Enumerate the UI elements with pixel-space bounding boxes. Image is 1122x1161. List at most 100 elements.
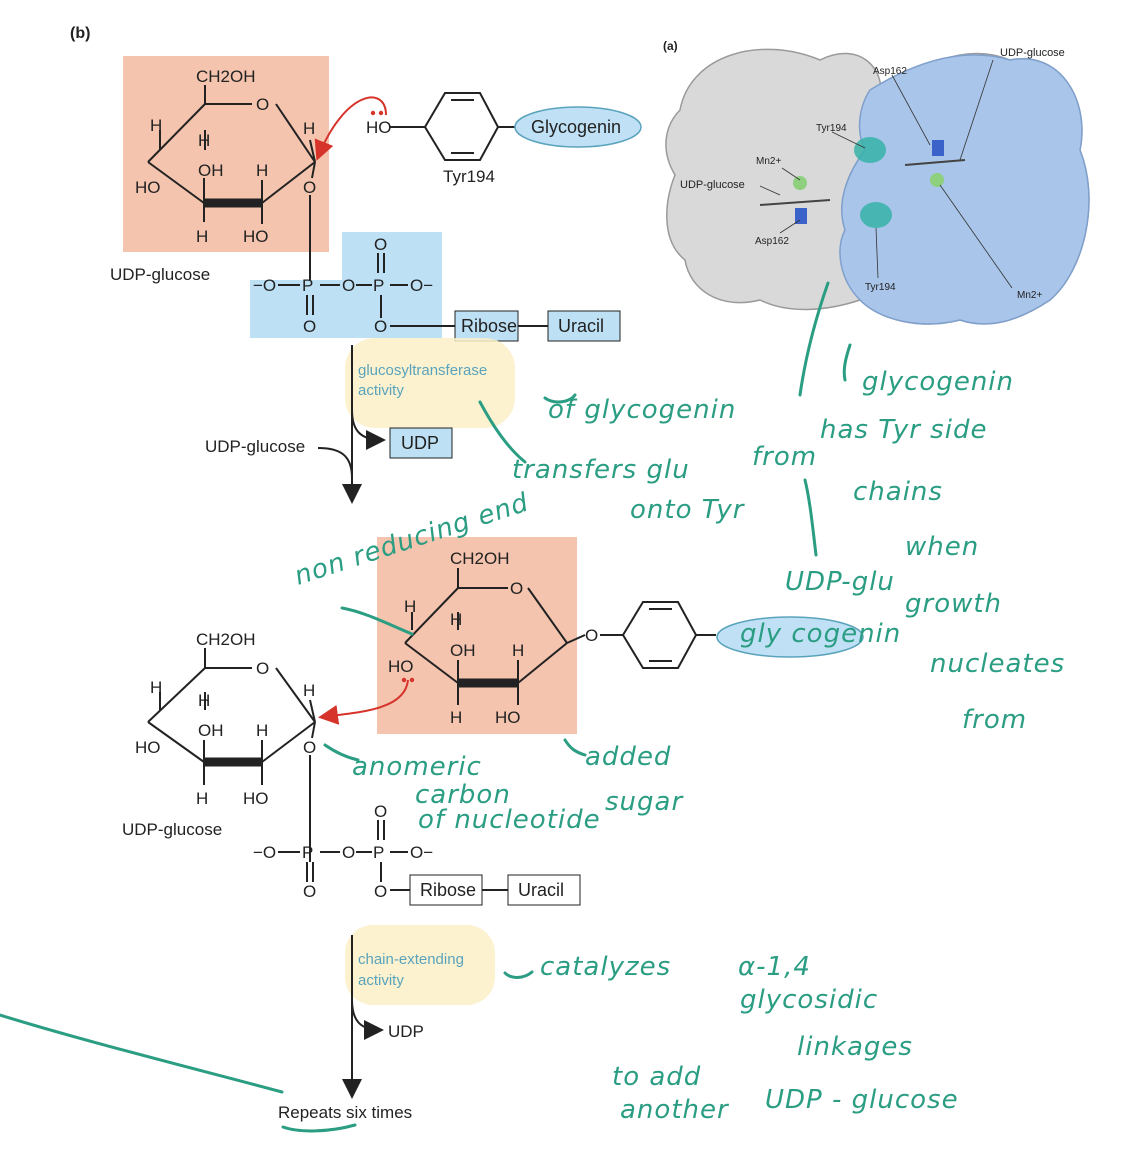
top-o-minus-left: −O xyxy=(253,276,276,295)
second-ring-o: O xyxy=(256,659,269,678)
second-uracil-box xyxy=(507,874,581,906)
mn2-label: Mn2+ xyxy=(756,156,781,167)
top-p2-o: O xyxy=(374,235,387,254)
top-h-c2: H xyxy=(256,161,268,180)
top-ribose-o: O xyxy=(374,317,387,336)
udp-glucose-input-label: UDP-glucose xyxy=(205,437,305,456)
top-uracil-box xyxy=(547,310,621,342)
note-transfers-glu: transfers glu xyxy=(512,455,690,485)
top-h-c5: H xyxy=(198,131,210,150)
note-of-glycogenin: of glycogenin xyxy=(548,395,736,425)
note-another: another xyxy=(620,1095,730,1125)
tyr194-a-label: Tyr194 xyxy=(816,123,847,134)
second-h-c5: H xyxy=(198,691,210,710)
note-anomeric: anomeric xyxy=(352,752,482,782)
note-glycosidic: glycosidic xyxy=(740,985,878,1015)
mid-lone-pair-dot xyxy=(409,677,415,683)
note-udp-glu: UDP-glu xyxy=(785,567,895,597)
mid-ho-c4: HO xyxy=(388,657,414,676)
tyr194-label: Tyr194 xyxy=(443,167,495,186)
second-oh-c3: OH xyxy=(198,721,224,740)
second-p1-o: O xyxy=(303,882,316,901)
mid-h-c5: H xyxy=(450,610,462,629)
top-ch2oh: CH2OH xyxy=(196,67,256,86)
mid-lone-pair-dot xyxy=(401,677,407,683)
second-h-c4: H xyxy=(150,678,162,697)
mid-h-c2: H xyxy=(512,641,524,660)
middle-glucose-highlight xyxy=(377,537,577,734)
top-anomeric-o: O xyxy=(303,178,316,197)
top-h-c1: H xyxy=(303,119,315,138)
note-udp-glucose: UDP - glucose xyxy=(765,1085,959,1115)
tyr194-b-label: Tyr194 xyxy=(865,282,896,293)
glucosyl-label-2: activity xyxy=(358,382,404,399)
mn2-right-label: Mn2+ xyxy=(1017,290,1042,301)
lone-pair-dot xyxy=(378,110,384,116)
note-has-tyr-side: has Tyr side xyxy=(820,415,987,445)
second-bridge-o: O xyxy=(342,843,355,862)
chain-highlight xyxy=(345,925,495,1005)
tyrosine-ring xyxy=(390,92,518,161)
top-ring-o: O xyxy=(256,95,269,114)
udp-label-2: UDP xyxy=(388,1022,424,1041)
mid-oh-c3: OH xyxy=(450,641,476,660)
udp-label: UDP xyxy=(401,433,439,453)
second-o-minus-right: O− xyxy=(410,843,433,862)
second-h-c1: H xyxy=(303,681,315,700)
note-alpha-1-4: α-1,4 xyxy=(738,952,811,982)
second-h-c2: H xyxy=(256,721,268,740)
top-oh-c3: OH xyxy=(198,161,224,180)
udp-glucose-top-label: UDP-glucose xyxy=(1000,47,1065,59)
note-catalyzes: catalyzes xyxy=(540,952,671,982)
middle-glucose-ring xyxy=(404,568,623,705)
top-glucose-ring xyxy=(147,85,316,325)
top-uracil-label: Uracil xyxy=(558,316,604,336)
top-h-c3: H xyxy=(196,227,208,246)
second-ribose-label: Ribose xyxy=(420,880,476,900)
note-chains: chains xyxy=(853,477,943,507)
note-growth: growth xyxy=(905,589,1002,619)
protein-structure xyxy=(665,48,1090,325)
top-p1: P xyxy=(302,276,313,295)
mid-glycosidic-o: O xyxy=(585,626,598,645)
note-added: added xyxy=(585,742,671,772)
top-glucose-highlight xyxy=(123,56,329,252)
second-p2: P xyxy=(373,843,384,862)
middle-glycogenin-note: gly cogenin xyxy=(740,619,901,649)
second-o-minus-left: −O xyxy=(253,843,276,862)
top-nucleophilic-arrow xyxy=(314,96,387,161)
note-sugar: sugar xyxy=(605,787,684,817)
second-ho-c2: HO xyxy=(243,789,269,808)
mid-h-c3: H xyxy=(450,708,462,727)
asp162-left-label: Asp162 xyxy=(755,236,789,247)
top-p2: P xyxy=(373,276,384,295)
second-h-c3: H xyxy=(196,789,208,808)
top-o-minus-right: O− xyxy=(410,276,433,295)
glucosyl-label-1: glucosyltransferase xyxy=(358,362,487,379)
second-anomeric-o: O xyxy=(303,738,316,757)
ink-strokes xyxy=(0,281,852,1133)
chain-label-1: chain-extending xyxy=(358,951,464,968)
panel-a-label: (a) xyxy=(663,39,678,53)
second-ribose-o: O xyxy=(374,882,387,901)
chain-label-2: activity xyxy=(358,972,404,989)
glycogenin-label: Glycogenin xyxy=(531,117,621,137)
second-ho-c4: HO xyxy=(135,738,161,757)
note-linkages: linkages xyxy=(797,1032,913,1062)
note-when: when xyxy=(905,532,979,562)
glucosyl-highlight xyxy=(345,338,515,428)
note-carbon: carbon xyxy=(415,780,511,810)
note-onto-tyr: onto Tyr xyxy=(630,495,746,525)
note-from-small: from xyxy=(752,442,817,472)
lone-pair-dot xyxy=(370,110,376,116)
udp-glucose-left-label: UDP-glucose xyxy=(680,179,745,191)
protein-callout-lines xyxy=(759,59,1013,289)
note-of-nucleotide: of nucleotide xyxy=(418,805,601,835)
mid-ch2oh: CH2OH xyxy=(450,549,510,568)
second-p2-o: O xyxy=(374,802,387,821)
panel-b-label: (b) xyxy=(70,25,90,42)
udp-release-arrow xyxy=(351,409,386,450)
second-nucleophilic-arrow xyxy=(318,679,409,725)
